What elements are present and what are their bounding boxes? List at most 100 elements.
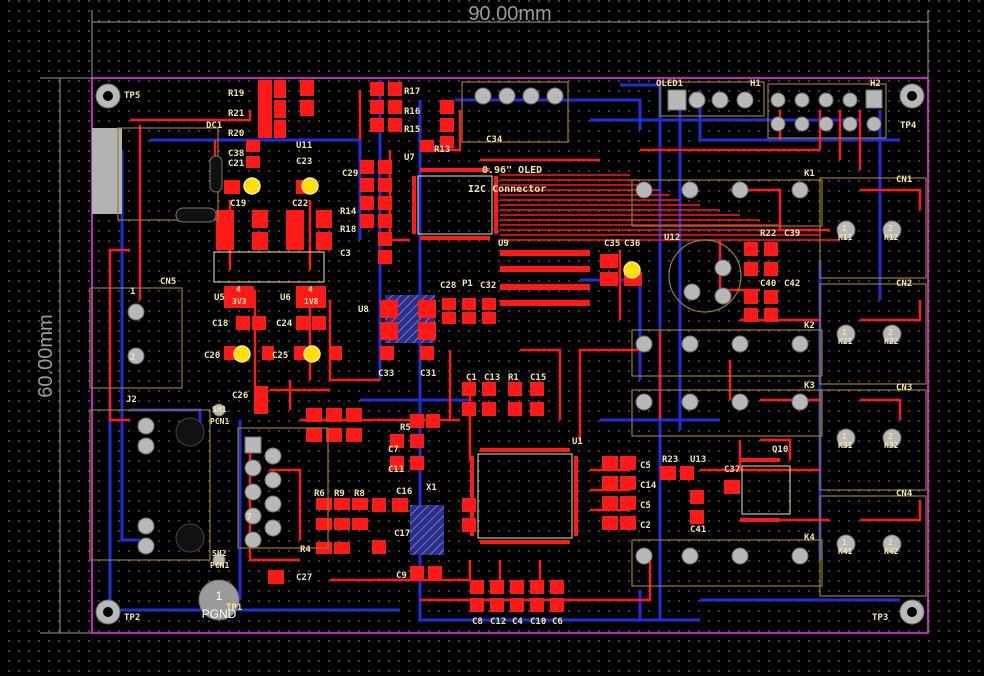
svg-text:2: 2 bbox=[888, 538, 893, 547]
svg-text:TP2: TP2 bbox=[124, 613, 140, 623]
electrolytic-capacitors bbox=[233, 177, 641, 363]
svg-text:R15: R15 bbox=[404, 125, 420, 135]
svg-text:4: 4 bbox=[308, 285, 313, 294]
svg-text:K1: K1 bbox=[804, 169, 815, 179]
svg-text:7: 7 bbox=[246, 512, 252, 523]
svg-text:K21: K21 bbox=[838, 337, 853, 346]
svg-text:CN2: CN2 bbox=[896, 279, 912, 289]
svg-text:OLED1: OLED1 bbox=[656, 79, 683, 89]
svg-text:C7: C7 bbox=[388, 445, 399, 455]
svg-text:K22: K22 bbox=[884, 337, 899, 346]
svg-text:C21: C21 bbox=[228, 159, 244, 169]
svg-text:R19: R19 bbox=[228, 89, 244, 99]
svg-text:CN1: CN1 bbox=[896, 175, 912, 185]
svg-text:C22: C22 bbox=[292, 199, 308, 209]
svg-text:C5: C5 bbox=[640, 461, 651, 471]
svg-text:C39: C39 bbox=[784, 229, 800, 239]
ic-bodies bbox=[213, 175, 791, 539]
dimension-lines bbox=[40, 10, 929, 634]
svg-text:C34: C34 bbox=[486, 135, 503, 145]
svg-text:1: 1 bbox=[130, 287, 135, 297]
svg-text:R8: R8 bbox=[354, 489, 365, 499]
svg-text:PCN1: PCN1 bbox=[210, 561, 229, 570]
svg-text:C1: C1 bbox=[466, 373, 477, 383]
svg-text:U8: U8 bbox=[358, 305, 369, 315]
svg-text:4: 4 bbox=[236, 285, 241, 294]
svg-text:C12: C12 bbox=[490, 617, 506, 627]
ic-pin-rows bbox=[412, 168, 780, 544]
width-dimension: 90.00mm bbox=[468, 3, 551, 25]
svg-text:CN5: CN5 bbox=[160, 277, 176, 287]
svg-text:K42: K42 bbox=[884, 547, 899, 556]
svg-text:K32: K32 bbox=[884, 441, 899, 450]
svg-text:PCN1: PCN1 bbox=[210, 417, 229, 426]
svg-text:C24: C24 bbox=[276, 319, 293, 329]
svg-text:C20: C20 bbox=[204, 351, 220, 361]
svg-text:R16: R16 bbox=[404, 107, 420, 117]
svg-text:U13: U13 bbox=[690, 455, 706, 465]
svg-text:U6: U6 bbox=[280, 293, 291, 303]
svg-text:R6: R6 bbox=[314, 489, 325, 499]
svg-text:C29: C29 bbox=[342, 169, 358, 179]
svg-text:C13: C13 bbox=[484, 373, 500, 383]
svg-text:C26: C26 bbox=[232, 391, 248, 401]
svg-text:R9: R9 bbox=[334, 489, 345, 499]
svg-text:U7: U7 bbox=[404, 153, 415, 163]
svg-text:C40: C40 bbox=[760, 279, 776, 289]
svg-text:X1: X1 bbox=[426, 483, 437, 493]
svg-text:R22: R22 bbox=[760, 229, 776, 239]
svg-text:CN3: CN3 bbox=[896, 383, 912, 393]
svg-text:1: 1 bbox=[842, 538, 847, 547]
svg-text:U11: U11 bbox=[296, 141, 312, 151]
svg-text:C6: C6 bbox=[552, 617, 563, 627]
svg-text:C4: C4 bbox=[512, 617, 523, 627]
svg-text:C35: C35 bbox=[604, 239, 620, 249]
svg-text:C25: C25 bbox=[272, 351, 288, 361]
svg-text:U5: U5 bbox=[214, 293, 225, 303]
svg-text:C42: C42 bbox=[784, 279, 800, 289]
svg-text:P1: P1 bbox=[462, 279, 473, 289]
svg-text:C16: C16 bbox=[396, 487, 412, 497]
svg-text:1V8: 1V8 bbox=[304, 297, 319, 306]
svg-text:R13: R13 bbox=[434, 145, 450, 155]
i2c-label: I2C Connector bbox=[468, 184, 546, 195]
svg-text:K31: K31 bbox=[838, 441, 853, 450]
svg-text:U1: U1 bbox=[572, 437, 583, 447]
svg-text:C32: C32 bbox=[480, 281, 496, 291]
svg-text:C38: C38 bbox=[228, 149, 244, 159]
svg-text:TP5: TP5 bbox=[124, 91, 140, 101]
svg-text:U12: U12 bbox=[664, 233, 680, 243]
svg-text:TP3: TP3 bbox=[872, 613, 888, 623]
svg-text:K41: K41 bbox=[838, 547, 853, 556]
svg-text:C10: C10 bbox=[530, 617, 546, 627]
through-hole-pads bbox=[95, 83, 925, 625]
thermal-pad-x1 bbox=[410, 505, 444, 555]
svg-text:R1: R1 bbox=[508, 373, 519, 383]
svg-text:C14: C14 bbox=[640, 481, 657, 491]
svg-text:CN4: CN4 bbox=[896, 489, 913, 499]
svg-text:K3: K3 bbox=[804, 381, 815, 391]
svg-text:R14: R14 bbox=[340, 207, 357, 217]
svg-text:K11: K11 bbox=[838, 233, 853, 242]
svg-text:2: 2 bbox=[888, 328, 893, 337]
smd-pads bbox=[216, 80, 778, 612]
svg-text:C9: C9 bbox=[396, 571, 407, 581]
svg-text:3V3: 3V3 bbox=[232, 297, 247, 306]
svg-text:C27: C27 bbox=[296, 573, 312, 583]
svg-text:C2: C2 bbox=[640, 521, 651, 531]
silkscreen-labels: TP5 TP4 TP2 TP3 TP1 DC1 R19 R21 R20 C38 … bbox=[124, 79, 917, 627]
svg-text:R17: R17 bbox=[404, 87, 420, 97]
svg-text:U9: U9 bbox=[498, 239, 509, 249]
svg-text:C33: C33 bbox=[378, 369, 394, 379]
pgnd-pin-number: 1 bbox=[216, 589, 223, 603]
svg-text:K2: K2 bbox=[804, 321, 815, 331]
svg-text:1: 1 bbox=[842, 432, 847, 441]
svg-text:C11: C11 bbox=[388, 465, 404, 475]
svg-text:C5: C5 bbox=[640, 501, 651, 511]
svg-text:TP1: TP1 bbox=[226, 603, 242, 613]
svg-text:R21: R21 bbox=[228, 109, 244, 119]
svg-text:R23: R23 bbox=[662, 455, 678, 465]
svg-text:K4: K4 bbox=[804, 533, 815, 543]
height-dimension: 60.00mm bbox=[35, 314, 57, 397]
